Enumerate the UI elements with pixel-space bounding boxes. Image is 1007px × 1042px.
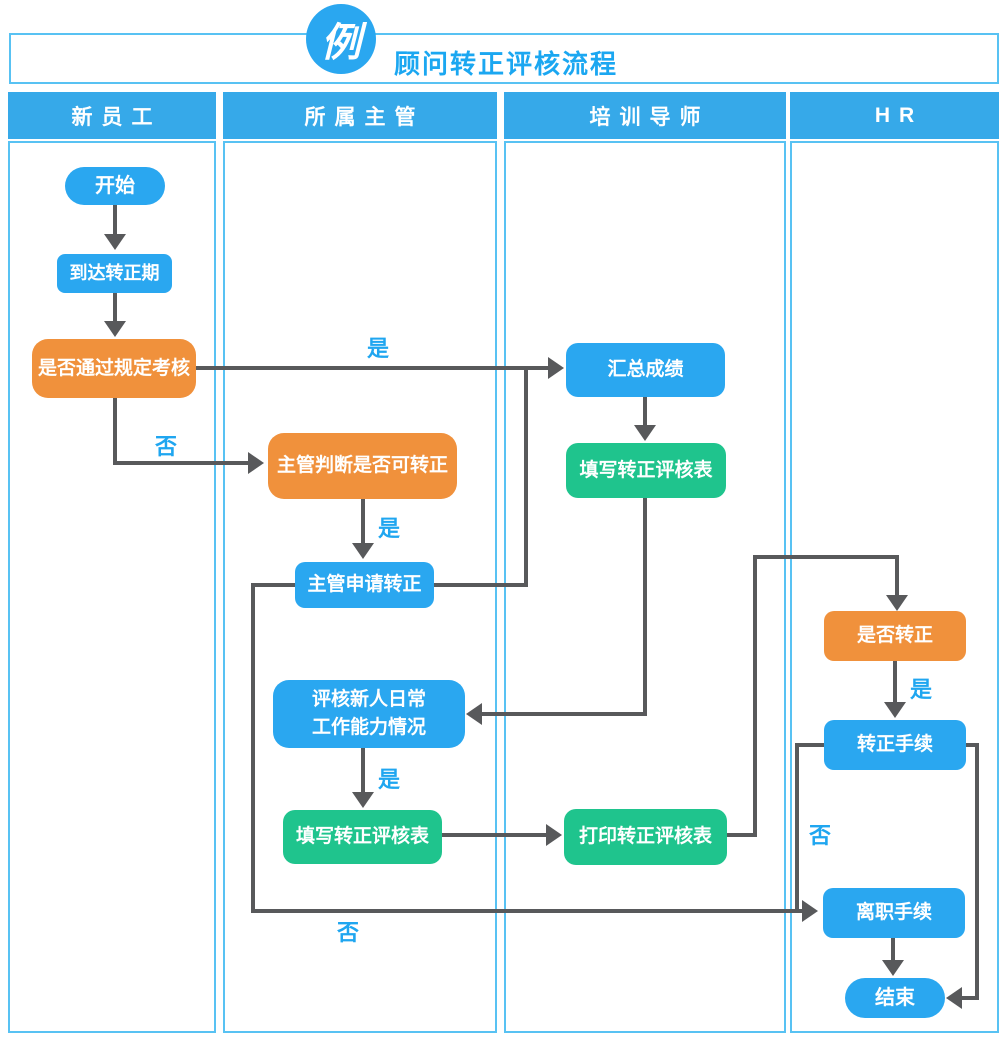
node-fill-form-mentor: 填写转正评核表 [566,443,726,498]
arrowhead-apply-resign [802,900,818,922]
edge-label-pass-yes: 是 [366,336,389,361]
edge-regular-end-v [975,743,979,1000]
example-badge-text: 例 [321,21,361,65]
page-title: 顾问转正评核流程 [394,49,619,79]
edge-print-isreg-v2 [895,555,899,597]
arrowhead-print-isreg [886,595,908,611]
node-is-regularized: 是否转正 [824,611,966,661]
edge-fillmentor-evaluate-h [482,712,647,716]
lane-header-new-employee: 新员工 [8,92,216,139]
node-evaluate-daily-line2: 工作能力情况 [311,717,426,738]
edge-fillsup-print [442,833,546,837]
node-evaluate-daily-text: 评核新人日常 工作能力情况 [312,686,426,741]
node-evaluate-daily: 评核新人日常 工作能力情况 [273,680,465,748]
edge-evaluate-fillsup [361,747,365,793]
edge-reach-pass [113,292,117,322]
arrowhead-fillsup-print [546,824,562,846]
edge-start-reach [113,204,117,234]
edge-label-regular-yes: 是 [909,677,932,702]
edge-regular-end-h1 [966,743,979,747]
arrowhead-isreg-regular [884,702,906,718]
arrowhead-judge-apply [352,543,374,559]
node-print-form: 打印转正评核表 [564,809,727,865]
edge-resign-end [891,938,895,962]
edge-label-apply-no: 否 [336,920,359,945]
arrowhead-regular-end [946,987,962,1009]
arrowhead-start-reach [104,234,126,250]
lane-header-supervisor: 所属主管 [223,92,497,139]
edge-apply-resign-h1 [253,583,295,587]
edge-fillmentor-evaluate-v [643,497,647,714]
edge-summarize-fillmentor [643,396,647,426]
arrowhead-summarize-fillmentor [634,425,656,441]
node-regular-procedure: 转正手续 [824,720,966,770]
edge-regular-resign-h [797,743,824,747]
node-reach-period: 到达转正期 [57,254,172,293]
edge-label-regular-no: 否 [808,823,831,848]
edge-regular-resign-v [795,743,799,913]
edge-pass-judge-v [113,398,117,465]
node-end: 结束 [845,978,945,1018]
title-bar [9,33,999,84]
edge-print-isreg-h1 [727,833,757,837]
arrowhead-fillmentor-evaluate [466,703,482,725]
edge-print-isreg-v1 [753,555,757,837]
node-resign-procedure: 离职手续 [823,888,965,938]
lane-hr [790,141,999,1033]
node-supervisor-judge: 主管判断是否可转正 [268,433,457,499]
example-badge: 例 [306,4,376,74]
edge-label-judge-yes: 是 [377,516,400,541]
edge-label-evaluate-yes: 是 [377,767,400,792]
arrowhead-pass-judge [248,452,264,474]
edge-regular-end-h2 [958,996,979,1000]
edge-apply-summarize-h [434,583,528,587]
edge-print-isreg-h2 [753,555,899,559]
edge-judge-apply [361,498,365,544]
edge-pass-summarize [196,366,548,370]
node-fill-form-supervisor: 填写转正评核表 [283,810,442,864]
lane-header-mentor: 培训导师 [504,92,786,139]
edge-apply-summarize-v [524,366,528,587]
edge-apply-resign-v [251,583,255,913]
node-evaluate-daily-line1: 评核新人日常 [311,689,426,711]
node-start: 开始 [65,167,165,205]
arrowhead-reach-pass [104,321,126,337]
node-summarize: 汇总成绩 [566,343,725,397]
arrowhead-pass-summarize [548,357,564,379]
edge-label-pass-no: 否 [154,434,177,459]
arrowhead-evaluate-fillsup [352,792,374,808]
edge-isreg-regular [893,660,897,704]
edge-apply-resign-h2 [251,909,804,913]
node-pass-exam: 是否通过规定考核 [32,339,196,398]
node-supervisor-apply: 主管申请转正 [295,562,434,608]
edge-pass-judge-h [113,461,249,465]
arrowhead-resign-end [882,960,904,976]
lane-header-hr: HR [790,92,999,139]
